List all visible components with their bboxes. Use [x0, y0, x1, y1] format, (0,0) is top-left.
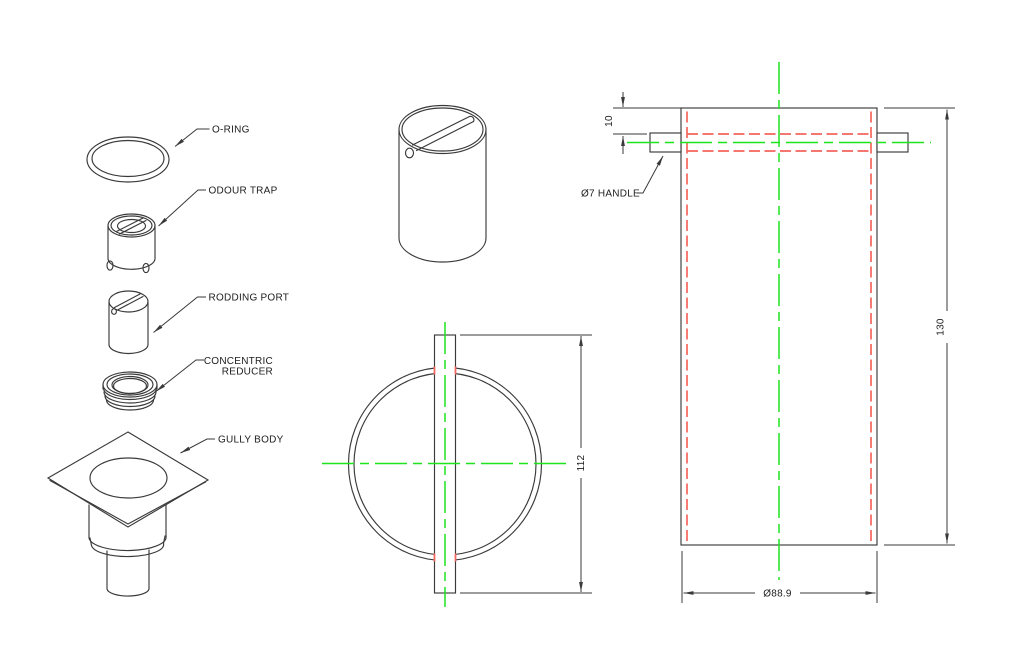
- reducer-ring-4: [105, 399, 155, 411]
- gully-body-label: GULLY BODY: [218, 435, 284, 446]
- o-ring-part: O-RING: [86, 125, 250, 183]
- concentric-reducer-label-line1: CONCENTRIC: [204, 356, 273, 367]
- front-view: 10 Ø7 HANDLE 130 Ø88.9: [581, 62, 955, 603]
- rodding-port-slot: [113, 293, 144, 311]
- iso-cylinder-bottom-arc: [398, 237, 487, 263]
- exploded-view: O-RING ODOUR TRAP RODDING PORT: [46, 125, 290, 597]
- dim-10-text: 10: [604, 115, 615, 127]
- odour-trap-top-rim: [107, 213, 156, 238]
- odour-trap-top-rim-inner: [110, 215, 153, 236]
- reducer-side-walls: [102, 383, 158, 390]
- gully-body-upper-bottom-arc: [88, 535, 167, 552]
- odour-trap-part: ODOUR TRAP: [106, 186, 278, 274]
- dim-112-text: 112: [576, 454, 587, 471]
- gully-body-leader-line: [180, 438, 215, 454]
- odour-trap-foot-left: [106, 260, 114, 271]
- gully-body-hole: [89, 457, 168, 499]
- odour-trap-slot: [115, 217, 147, 235]
- iso-handle-end-cap: [468, 115, 475, 123]
- dimension-88-9: Ø88.9: [681, 551, 878, 603]
- dimension-112: 112: [460, 334, 592, 594]
- reducer-ring-3: [104, 395, 156, 408]
- rodding-port-body-sides: [108, 301, 149, 346]
- reducer-rim-ellipse: [106, 373, 154, 396]
- iso-top-rim-inner: [401, 107, 484, 152]
- odour-trap-leader-line: [158, 189, 206, 227]
- concentric-reducer-label-line2: REDUCER: [222, 367, 273, 378]
- reducer-leader-line: [155, 359, 204, 392]
- odour-trap-label: ODOUR TRAP: [209, 186, 278, 197]
- dim-130-text: 130: [936, 318, 947, 336]
- dim-889-extension-lines: [681, 551, 878, 603]
- gully-body-rim-sides: [89, 535, 166, 547]
- dimension-10: 10: [604, 92, 681, 154]
- dim-889-text: Ø88.9: [763, 589, 792, 600]
- o-ring-label: O-RING: [212, 125, 250, 136]
- isometric-view: [398, 104, 487, 263]
- handle-leader-line: [637, 155, 664, 194]
- iso-cylinder-sides: [398, 129, 487, 239]
- odour-trap-body-sides: [107, 225, 156, 260]
- iso-top-rim-outer: [398, 104, 487, 155]
- dim-112-extension-lines: [460, 334, 592, 594]
- concentric-reducer-part: CONCENTRIC REDUCER: [102, 356, 273, 411]
- reducer-inner-ellipse-2: [112, 377, 148, 395]
- rodding-port-hole: [111, 308, 117, 315]
- o-ring-outer-ellipse: [86, 136, 170, 183]
- dim-10-extension-lines: [613, 107, 681, 135]
- gully-body-flange-plate: [46, 431, 210, 528]
- rodding-port-body-bottom: [108, 343, 149, 355]
- rodding-port-label: RODDING PORT: [209, 293, 290, 304]
- gully-body-outlet-sides: [106, 549, 150, 590]
- iso-handle-eye-ring: [404, 147, 415, 159]
- handle-callout: Ø7 HANDLE: [581, 155, 664, 200]
- o-ring-leader-line: [174, 128, 210, 147]
- iso-handle-bar: [411, 115, 475, 152]
- gully-body-flange-thickness: [49, 479, 207, 525]
- gully-body-outlet-bottom: [106, 587, 150, 597]
- odour-trap-recess: [116, 218, 147, 234]
- reducer-ring-1: [102, 387, 158, 401]
- handle-label: Ø7 HANDLE: [581, 189, 640, 200]
- dim-130-extension-lines: [884, 107, 955, 546]
- gully-body-rim-arc: [90, 542, 165, 558]
- gully-body-upper-sides: [88, 504, 167, 539]
- top-view-hidden-intersections: [433, 366, 457, 562]
- reducer-ring-2: [103, 391, 157, 404]
- dimension-130: 130: [884, 107, 955, 546]
- odour-trap-foot-right: [142, 262, 150, 274]
- o-ring-inner-ellipse: [91, 139, 165, 178]
- top-view: 112: [322, 322, 592, 607]
- rodding-port-leader-line: [153, 296, 206, 333]
- odour-trap-body-bottom: [107, 256, 156, 270]
- rodding-port-part: RODDING PORT: [108, 290, 290, 355]
- front-view-hidden-walls: [686, 111, 872, 541]
- gully-body-part: GULLY BODY: [46, 431, 284, 597]
